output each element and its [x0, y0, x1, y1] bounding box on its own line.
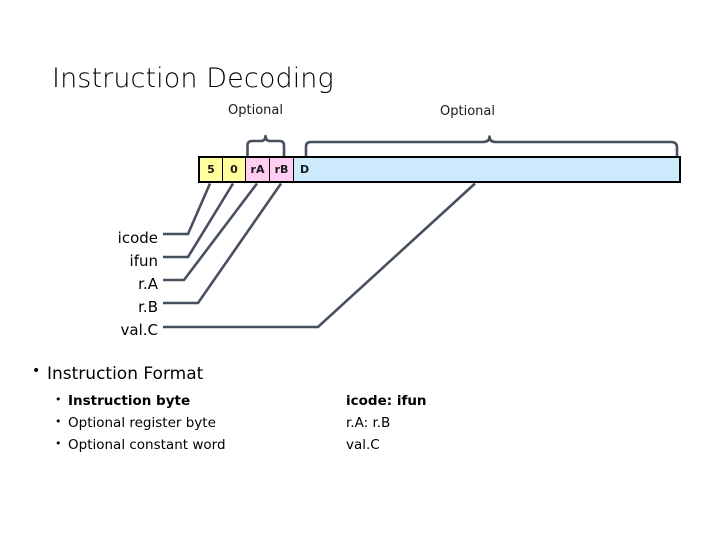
- bullet-list: Instruction Format Instruction byte icod…: [29, 363, 689, 459]
- bullet-value-optional-register-byte: r.A: r.B: [346, 415, 391, 431]
- leader-line-ra: [163, 182, 259, 282]
- bullet-row-optional-register-byte: Optional register byte r.A: r.B: [55, 415, 689, 431]
- bar-cell-ra: rA: [246, 158, 270, 181]
- bullet-row-instruction-byte: Instruction byte icode: ifun: [55, 393, 689, 409]
- brace-optional-registers: [246, 134, 286, 157]
- leader-line-icode: [163, 182, 212, 236]
- leader-line-ifun: [163, 182, 235, 259]
- optional-constant-label: Optional: [440, 104, 495, 119]
- bar-cell-rb: rB: [270, 158, 294, 181]
- page-title: Instruction Decoding: [52, 63, 334, 94]
- bullet-label-optional-register-byte: Optional register byte: [68, 415, 216, 431]
- field-label-rb: r.B: [138, 298, 158, 316]
- field-label-valc: val.C: [120, 321, 158, 339]
- field-label-ra: r.A: [138, 275, 158, 293]
- bar-cell-d: D: [294, 158, 679, 181]
- bar-cell-ifun: 0: [223, 158, 246, 181]
- field-label-icode: icode: [117, 229, 158, 247]
- leader-line-rb: [163, 182, 283, 305]
- bullet-label-instruction-byte: Instruction byte: [68, 393, 191, 409]
- field-label-ifun: ifun: [129, 252, 158, 270]
- bullet-value-optional-constant-word: val.C: [346, 437, 380, 453]
- optional-registers-label: Optional: [228, 103, 283, 118]
- instruction-format-bar: 5 0 rA rB D: [198, 156, 681, 183]
- bullet-heading-instruction-format: Instruction Format: [29, 363, 689, 384]
- bullet-label-optional-constant-word: Optional constant word: [68, 437, 226, 453]
- bar-cell-icode: 5: [200, 158, 223, 181]
- bullet-value-instruction-byte: icode: ifun: [346, 393, 427, 409]
- brace-optional-constant: [304, 135, 679, 157]
- leader-line-valc: [163, 182, 476, 329]
- bullet-row-optional-constant-word: Optional constant word val.C: [55, 437, 689, 453]
